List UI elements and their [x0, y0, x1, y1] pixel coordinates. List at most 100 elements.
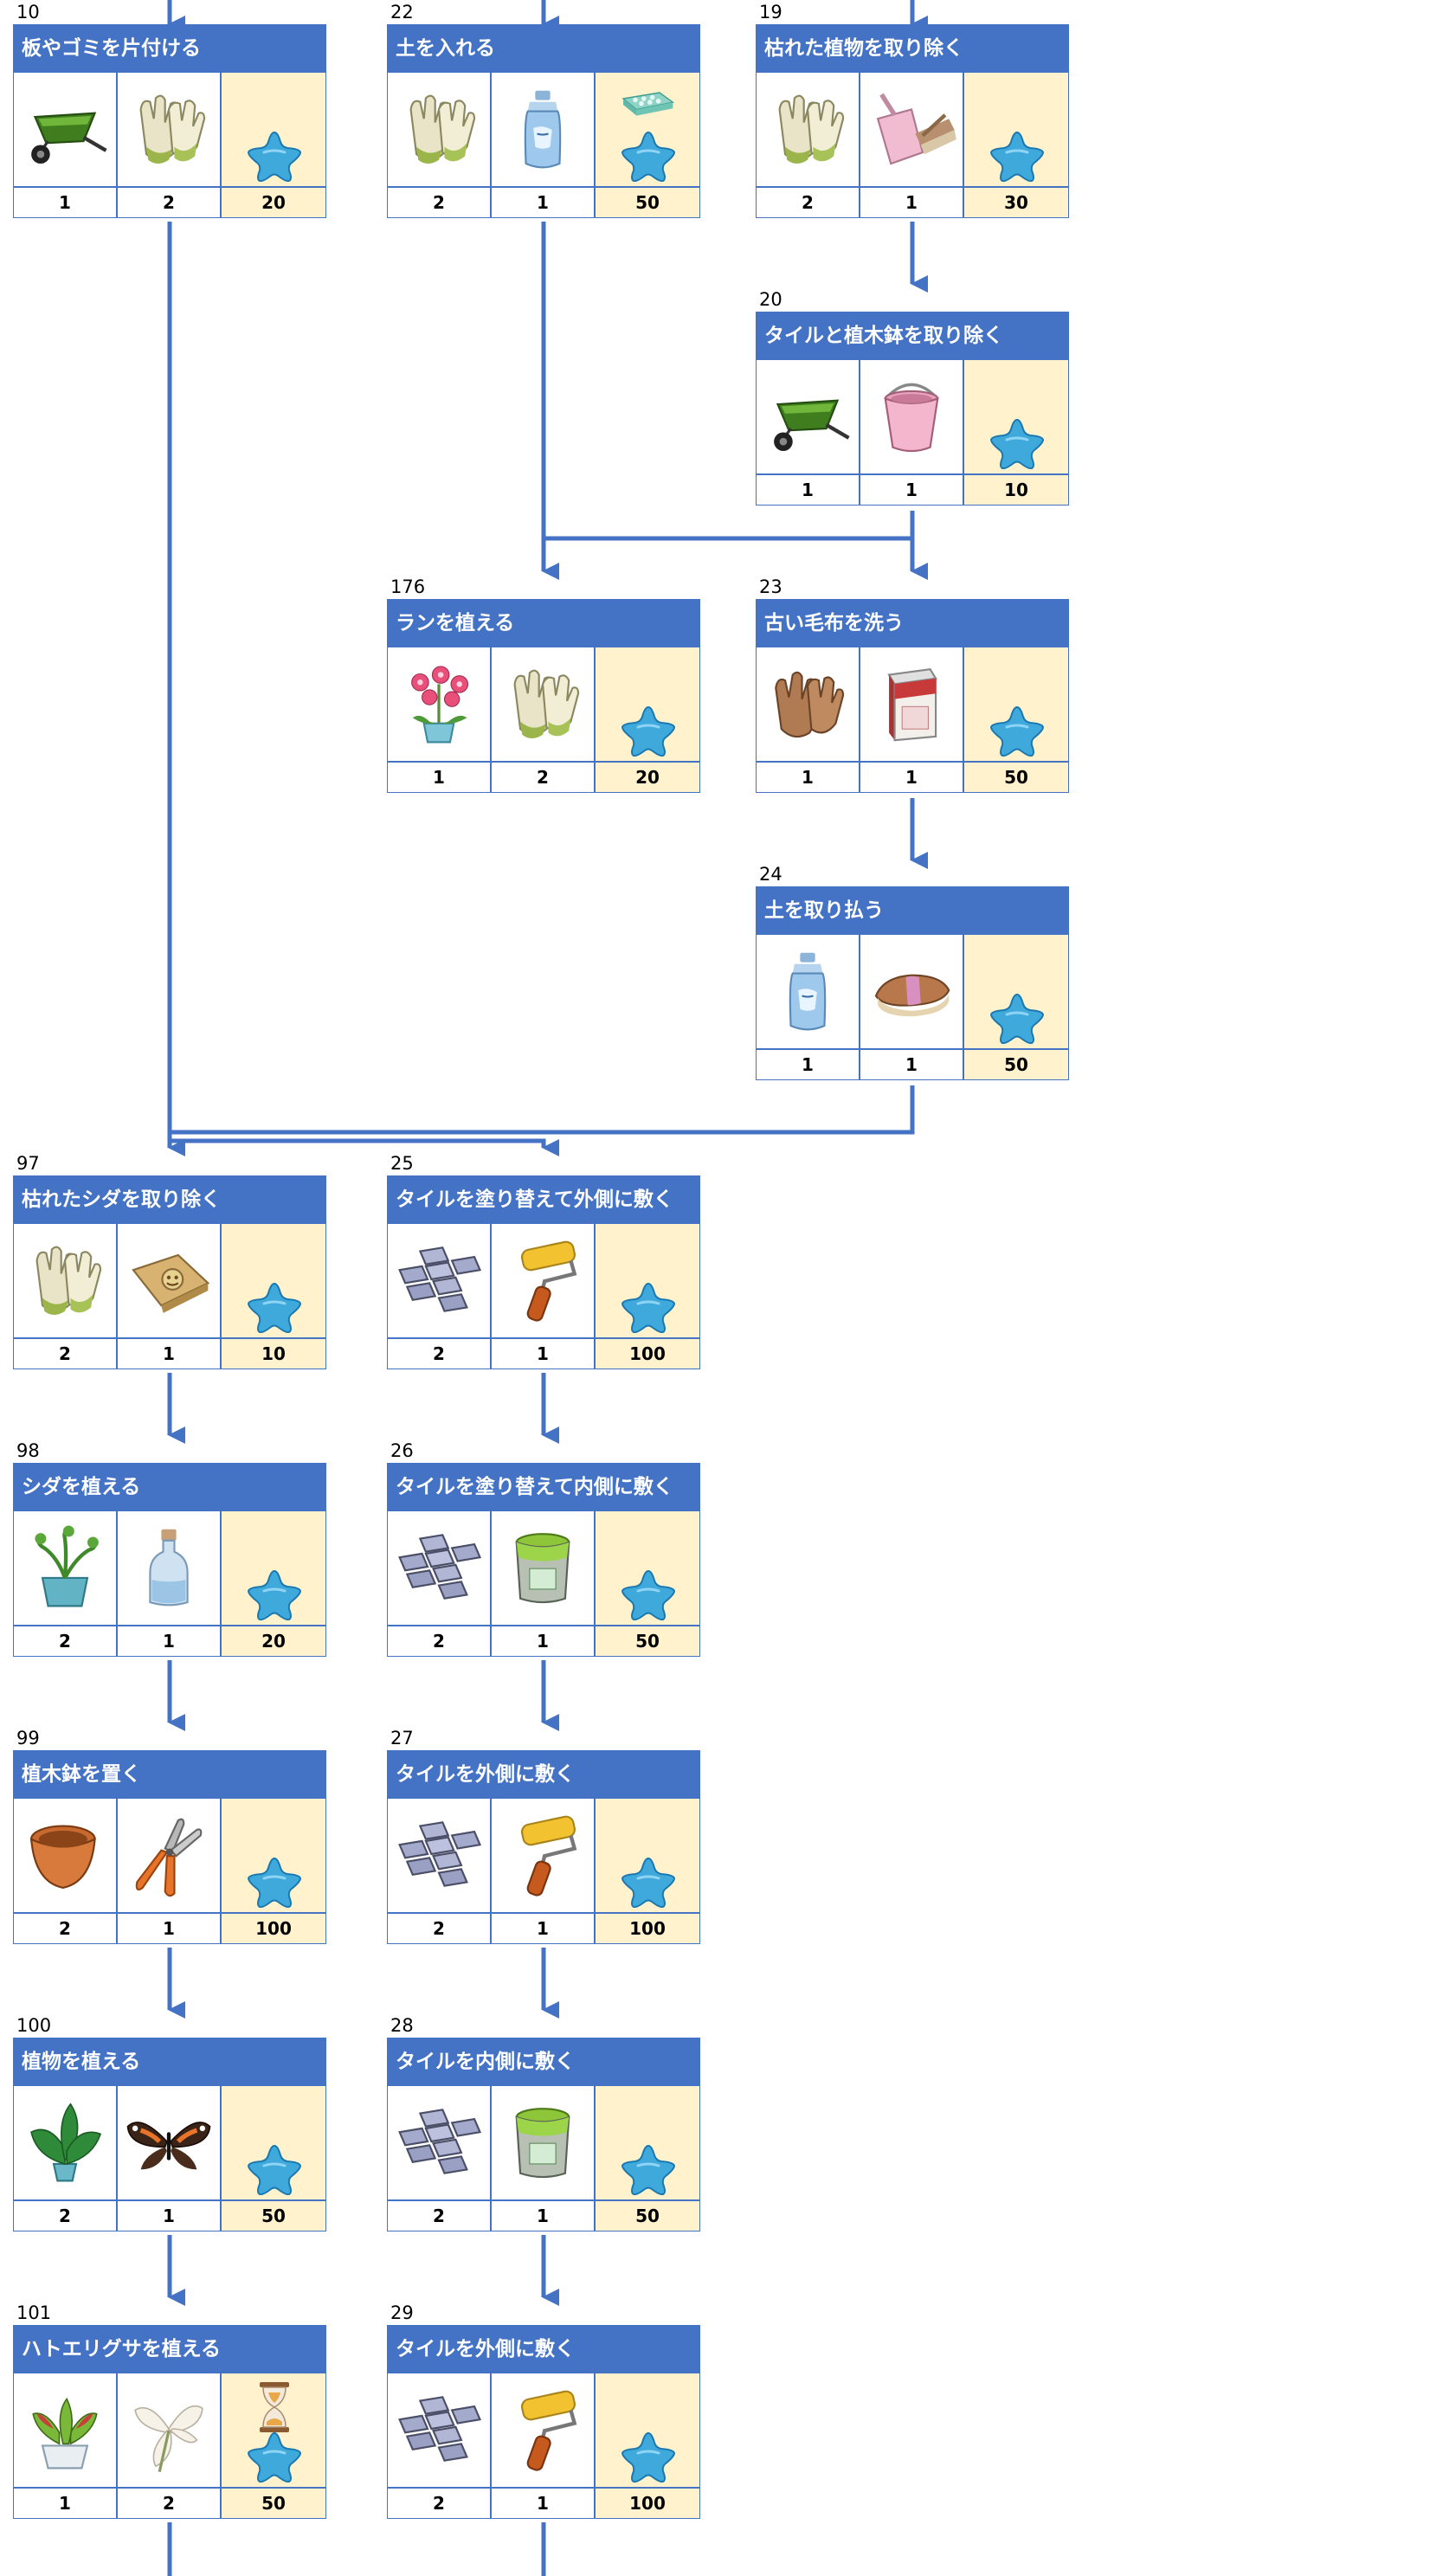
paint-roller-icon — [496, 2382, 589, 2479]
task-items — [387, 2373, 700, 2488]
item-qty: 1 — [117, 1338, 221, 1369]
item-qty: 2 — [13, 1913, 117, 1944]
reward-cell — [595, 2086, 700, 2200]
item-cell — [387, 73, 491, 187]
item-qty: 1 — [756, 1049, 860, 1080]
task-title: タイルを塗り替えて内側に敷く — [387, 1463, 700, 1511]
item-cell — [756, 360, 860, 474]
task-items — [387, 1224, 700, 1338]
task-items — [756, 73, 1069, 187]
reward-value: 100 — [595, 1338, 700, 1369]
reward-cell — [595, 1224, 700, 1338]
reward-value: 100 — [221, 1913, 326, 1944]
task-title: ハトエリグサを植える — [13, 2325, 326, 2373]
seed-tray-icon — [608, 74, 687, 135]
task-items — [756, 360, 1069, 474]
blue-star-icon — [989, 417, 1045, 470]
blue-star-icon — [247, 1281, 302, 1334]
paint-roller-icon — [496, 1807, 589, 1904]
item-qty: 1 — [491, 2200, 595, 2231]
blue-star-icon — [989, 992, 1045, 1045]
reward-cell — [221, 1224, 326, 1338]
hourglass-icon — [253, 2380, 296, 2434]
paving-tiles-icon — [392, 1807, 486, 1904]
scrub-brush-icon — [865, 943, 958, 1040]
task-title: 板やゴミを片付ける — [13, 24, 326, 73]
item-qty: 2 — [13, 1626, 117, 1657]
flytrap-pot-icon — [18, 2382, 112, 2479]
item-cell — [860, 647, 963, 762]
item-cell — [491, 73, 595, 187]
reward-cell — [595, 2373, 700, 2488]
paint-bucket-icon — [496, 2095, 589, 2192]
item-qty: 1 — [13, 2488, 117, 2519]
item-qty: 1 — [13, 187, 117, 218]
task-items — [387, 647, 700, 762]
item-cell — [387, 1224, 491, 1338]
item-cell — [756, 647, 860, 762]
item-qty: 1 — [117, 1626, 221, 1657]
item-cell — [387, 647, 491, 762]
blue-star-icon — [989, 705, 1045, 757]
reward-value: 10 — [963, 474, 1069, 506]
reward-cell — [221, 2373, 326, 2488]
blue-star-icon — [621, 705, 676, 757]
task-title: ランを植える — [387, 599, 700, 647]
arrow-24-join — [170, 1085, 915, 1135]
reward-cell — [595, 73, 700, 187]
reward-value: 30 — [963, 187, 1069, 218]
task-number: 99 — [16, 1728, 40, 1748]
reward-value: 50 — [963, 762, 1069, 793]
clay-pot-icon — [18, 1807, 112, 1904]
task-items — [13, 73, 326, 187]
item-qty: 2 — [13, 1338, 117, 1369]
item-qty: 1 — [491, 2488, 595, 2519]
task-items — [13, 2086, 326, 2200]
item-cell — [491, 1224, 595, 1338]
reward-value: 100 — [595, 2488, 700, 2519]
task-title: タイルを内側に敷く — [387, 2038, 700, 2086]
item-cell — [491, 647, 595, 762]
task-title: 土を取り払う — [756, 886, 1069, 935]
blue-star-icon — [621, 2431, 676, 2483]
reward-cell — [595, 1799, 700, 1913]
item-qty: 1 — [756, 762, 860, 793]
white-flower-icon — [122, 2382, 216, 2479]
item-cell — [491, 2373, 595, 2488]
task-items — [387, 2086, 700, 2200]
blue-star-icon — [621, 1568, 676, 1621]
item-qty: 2 — [387, 1338, 491, 1369]
reward-value: 50 — [595, 187, 700, 218]
task-title: 枯れたシダを取り除く — [13, 1175, 326, 1224]
item-cell — [491, 1799, 595, 1913]
garden-gloves-icon — [392, 81, 486, 178]
item-qty: 2 — [387, 2200, 491, 2231]
item-cell — [13, 1511, 117, 1626]
monstera-pot-icon — [18, 2095, 112, 2192]
task-title: 枯れた植物を取り除く — [756, 24, 1069, 73]
blue-star-icon — [247, 1856, 302, 1909]
reward-cell — [963, 73, 1069, 187]
paint-roller-icon — [496, 1233, 589, 1330]
reward-cell — [221, 1511, 326, 1626]
reward-value: 50 — [221, 2200, 326, 2231]
blue-star-icon — [621, 130, 676, 183]
item-cell — [13, 1799, 117, 1913]
item-cell — [117, 1511, 221, 1626]
blue-star-icon — [247, 1568, 302, 1621]
